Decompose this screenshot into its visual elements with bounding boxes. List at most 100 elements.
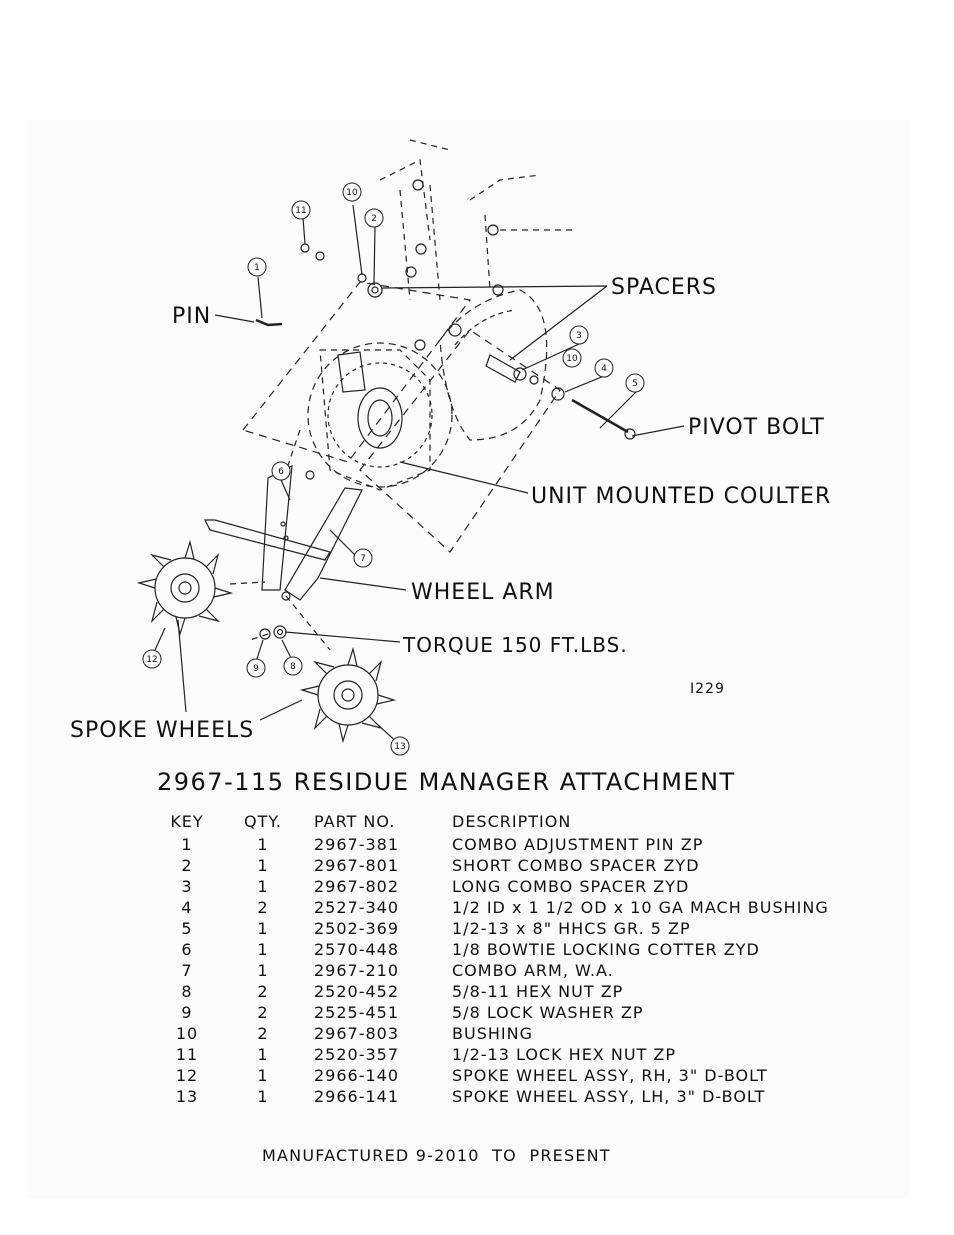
key-cell: 13 <box>175 1087 199 1106</box>
label-spoke-wheels: SPOKE WHEELS <box>70 718 254 743</box>
table-row: 12 1 2966-140 SPOKE WHEEL ASSY, RH, 3" D-BO… <box>152 1065 872 1086</box>
description-cell: 1/2-13 LOCK HEX NUT ZP <box>452 1045 676 1064</box>
svg-text:3: 3 <box>576 331 582 341</box>
callout-12: 12 <box>142 649 162 669</box>
key-cell: 6 <box>181 940 193 959</box>
page-title: 2967-115 RESIDUE MANAGER ATTACHMENT <box>157 768 736 796</box>
key-cell: 12 <box>175 1066 199 1085</box>
header-description: DESCRIPTION <box>452 811 572 831</box>
description-cell: LONG COMBO SPACER ZYD <box>452 877 690 896</box>
svg-text:9: 9 <box>253 664 259 674</box>
svg-text:7: 7 <box>360 554 366 564</box>
callout-4: 4 <box>594 358 614 378</box>
qty-cell: 2 <box>257 1024 269 1043</box>
callout-7: 7 <box>353 548 373 568</box>
svg-text:1: 1 <box>254 263 260 273</box>
key-cell: 8 <box>181 982 193 1001</box>
part-no-cell: 2967-381 <box>314 835 400 854</box>
description-cell: 1/2-13 x 8" HHCS GR. 5 ZP <box>452 919 691 938</box>
label-pin: PIN <box>172 304 211 329</box>
wheel-arm-plate <box>261 464 293 591</box>
qty-cell: 2 <box>257 898 269 917</box>
key-cell: 7 <box>181 961 193 980</box>
table-row: 5 1 2502-369 1/2-13 x 8" HHCS GR. 5 ZP <box>152 918 872 939</box>
callout-9: 9 <box>246 658 266 678</box>
coulter-disk <box>307 342 453 488</box>
callout-10-top: 10 <box>342 182 362 202</box>
label-unit-mounted-coulter: UNIT MOUNTED COULTER <box>531 484 831 509</box>
long-spacer <box>485 354 521 383</box>
svg-text:10: 10 <box>566 354 578 364</box>
qty-cell: 2 <box>257 1003 269 1022</box>
callout-10: 10 <box>562 348 582 368</box>
key-cell: 11 <box>175 1045 199 1064</box>
svg-text:2: 2 <box>371 214 377 224</box>
header-qty: QTY. <box>244 811 282 831</box>
header-part-no: PART NO. <box>314 811 396 831</box>
description-cell: 1/2 ID x 1 1/2 OD x 10 GA MACH BUSHING <box>452 898 829 917</box>
wheel-arm <box>284 487 363 601</box>
label-pivot-bolt: PIVOT BOLT <box>688 415 825 440</box>
callout-6: 6 <box>271 461 291 481</box>
key-cell: 5 <box>181 919 193 938</box>
part-no-cell: 2570-448 <box>314 940 400 959</box>
bracket-outline-rear <box>359 329 561 553</box>
description-cell: 5/8-11 HEX NUT ZP <box>452 982 624 1001</box>
callout-3: 3 <box>569 325 589 345</box>
callout-13: 13 <box>390 736 410 756</box>
svg-text:12: 12 <box>146 655 157 665</box>
qty-cell: 1 <box>257 1045 269 1064</box>
drawing-id: I229 <box>690 681 725 697</box>
table-header-row: KEY QTY. PART NO. DESCRIPTION <box>152 808 872 834</box>
table-row: 8 2 2520-452 5/8-11 HEX NUT ZP <box>152 981 872 1002</box>
svg-text:4: 4 <box>601 364 607 374</box>
qty-cell: 1 <box>257 856 269 875</box>
label-wheel-arm: WHEEL ARM <box>411 580 555 605</box>
svg-text:10: 10 <box>346 188 358 198</box>
qty-cell: 1 <box>257 1087 269 1106</box>
manufactured-note: MANUFACTURED 9-2010 TO PRESENT <box>262 1146 611 1165</box>
qty-cell: 1 <box>257 877 269 896</box>
pivot-bolt <box>571 398 629 434</box>
qty-cell: 1 <box>257 919 269 938</box>
part-no-cell: 2520-452 <box>314 982 400 1001</box>
key-cell: 2 <box>181 856 193 875</box>
key-cell: 4 <box>181 898 193 917</box>
qty-cell: 1 <box>257 961 269 980</box>
part-no-cell: 2527-340 <box>314 898 400 917</box>
exploded-parts-diagram: 11 10 2 1 3 10 4 5 6 7 12 9 8 13 PIN SPA… <box>70 139 831 756</box>
description-cell: SPOKE WHEEL ASSY, RH, 3" D-BOLT <box>452 1066 768 1085</box>
part-no-cell: 2967-801 <box>314 856 400 875</box>
header-key: KEY <box>170 811 204 831</box>
svg-text:13: 13 <box>394 742 405 752</box>
description-cell: COMBO ADJUSTMENT PIN ZP <box>452 835 704 854</box>
part-no-cell: 2520-357 <box>314 1045 400 1064</box>
part-no-cell: 2502-369 <box>314 919 400 938</box>
wheel-arm-crossbar <box>204 519 331 561</box>
qty-cell: 2 <box>257 982 269 1001</box>
part-no-cell: 2967-802 <box>314 877 400 896</box>
description-cell: 5/8 LOCK WASHER ZP <box>452 1003 644 1022</box>
part-no-cell: 2967-803 <box>314 1024 400 1043</box>
callout-2: 2 <box>364 208 384 228</box>
qty-cell: 1 <box>257 1066 269 1085</box>
description-cell: COMBO ARM, W.A. <box>452 961 614 980</box>
part-no-cell: 2966-140 <box>314 1066 400 1085</box>
key-cell: 9 <box>181 1003 193 1022</box>
key-cell: 10 <box>175 1024 199 1043</box>
spoke-wheel-rh <box>136 539 234 637</box>
label-torque: TORQUE 150 FT.LBS. <box>402 633 628 657</box>
callout-1: 1 <box>247 257 267 277</box>
callout-8: 8 <box>283 656 303 676</box>
